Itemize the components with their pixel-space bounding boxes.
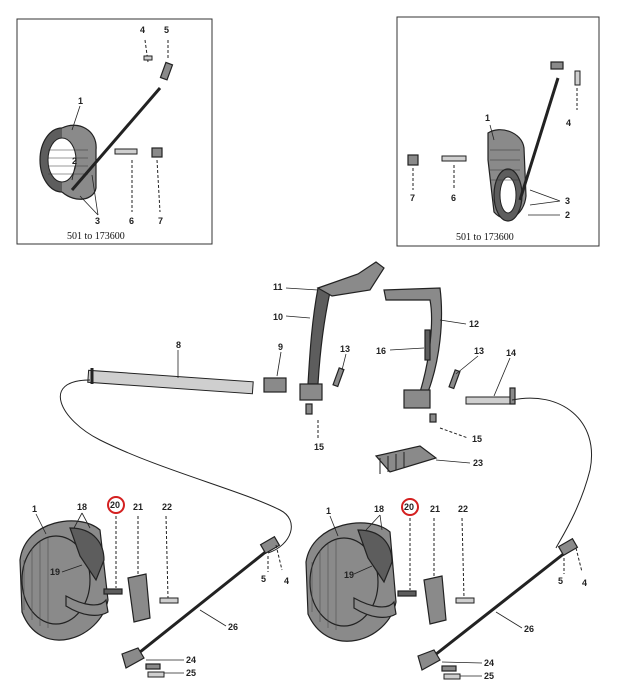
inset-right: 1 2 3 4 6 7 501 to 173600 <box>396 16 600 247</box>
latch <box>424 329 431 361</box>
highlight-circle-20 <box>401 498 419 516</box>
rod-yoke <box>121 647 145 669</box>
bushing <box>263 377 287 393</box>
brake-band-illustration <box>39 124 97 200</box>
label-2: 2 <box>565 210 570 220</box>
label-18: 18 <box>77 502 87 512</box>
label-13b: 13 <box>474 346 484 356</box>
clevis <box>550 61 564 70</box>
label-21: 21 <box>133 502 143 512</box>
label-19: 19 <box>344 570 354 580</box>
bracket <box>374 445 438 473</box>
inset-left-frame <box>16 18 213 245</box>
label-26: 26 <box>228 622 238 632</box>
pin <box>143 55 153 61</box>
label-8: 8 <box>176 340 181 350</box>
label-1: 1 <box>326 506 331 516</box>
label-13a: 13 <box>340 344 350 354</box>
label-21: 21 <box>430 504 440 514</box>
bushing <box>151 147 163 158</box>
label-7: 7 <box>410 193 415 203</box>
label-4: 4 <box>582 578 587 588</box>
label-7: 7 <box>158 216 163 226</box>
label-22: 22 <box>458 504 468 514</box>
band-assembly-left: 1 18 19 20 21 22 26 5 4 24 25 <box>19 496 289 678</box>
label-2: 2 <box>72 156 77 166</box>
label-16: 16 <box>376 346 386 356</box>
label-12: 12 <box>469 319 479 329</box>
inset-right-caption: 501 to 173600 <box>456 232 514 243</box>
pedal-left <box>307 287 331 385</box>
label-5: 5 <box>164 25 169 35</box>
pin <box>397 590 417 597</box>
label-26: 26 <box>524 624 534 634</box>
label-9: 9 <box>278 342 283 352</box>
label-18: 18 <box>374 504 384 514</box>
label-3: 3 <box>565 196 570 206</box>
label-25: 25 <box>186 668 196 678</box>
anchor-pin <box>114 148 138 155</box>
label-15b: 15 <box>472 434 482 444</box>
adjusting-rod <box>425 550 567 664</box>
bushing <box>407 154 419 166</box>
rod-yoke <box>417 649 441 671</box>
pin <box>574 70 581 86</box>
pedal-right <box>383 287 443 393</box>
label-22: 22 <box>162 502 172 512</box>
linkage-line-right <box>511 397 592 549</box>
spring-pin <box>448 369 461 390</box>
pedal-hub <box>403 389 431 409</box>
label-1: 1 <box>78 96 83 106</box>
label-20: 20 <box>404 502 414 512</box>
band-lining <box>357 529 393 584</box>
linkage-line-left <box>59 379 292 554</box>
pin <box>159 597 179 604</box>
pedal-assembly: 8 9 10 11 12 13 13 14 15 15 16 23 <box>87 261 516 474</box>
label-6: 6 <box>129 216 134 226</box>
band-lining <box>69 527 105 582</box>
label-19: 19 <box>50 567 60 577</box>
label-1: 1 <box>32 504 37 514</box>
label-15a: 15 <box>314 442 324 452</box>
anchor-pin <box>441 155 467 162</box>
inset-left-caption: 501 to 173600 <box>67 231 125 242</box>
inset-right-frame <box>396 16 600 247</box>
label-5: 5 <box>558 576 563 586</box>
pedal-hub <box>299 383 323 401</box>
label-4: 4 <box>284 576 289 586</box>
label-23: 23 <box>473 458 483 468</box>
label-6: 6 <box>451 193 456 203</box>
pivot-pin <box>465 396 513 405</box>
spring-pin <box>332 367 345 388</box>
inset-left: 1 2 3 4 5 6 7 501 to 173600 <box>16 18 213 245</box>
label-24: 24 <box>186 655 196 665</box>
brake-rod <box>518 77 560 201</box>
pin <box>455 597 475 604</box>
label-1: 1 <box>485 113 490 123</box>
clevis <box>159 61 174 81</box>
label-25: 25 <box>484 671 494 681</box>
anchor <box>423 575 447 625</box>
label-11: 11 <box>273 282 283 292</box>
label-14: 14 <box>506 348 516 358</box>
label-4: 4 <box>566 118 571 128</box>
pedal-pad <box>316 261 385 297</box>
clip <box>429 413 437 423</box>
anchor <box>127 573 151 623</box>
pin <box>103 588 123 595</box>
adjusting-rod <box>129 548 269 662</box>
highlight-circle-20 <box>107 496 125 514</box>
label-20: 20 <box>110 500 120 510</box>
cross-shaft <box>87 369 254 395</box>
label-3: 3 <box>95 216 100 226</box>
band-assembly-right: 1 18 19 20 21 22 26 5 4 24 25 <box>305 498 587 681</box>
label-5: 5 <box>261 574 266 584</box>
label-4: 4 <box>140 25 145 35</box>
label-24: 24 <box>484 658 494 668</box>
clip <box>305 403 313 415</box>
brake-rod <box>70 87 162 191</box>
brake-band-illustration <box>487 129 527 222</box>
label-10: 10 <box>273 312 283 322</box>
